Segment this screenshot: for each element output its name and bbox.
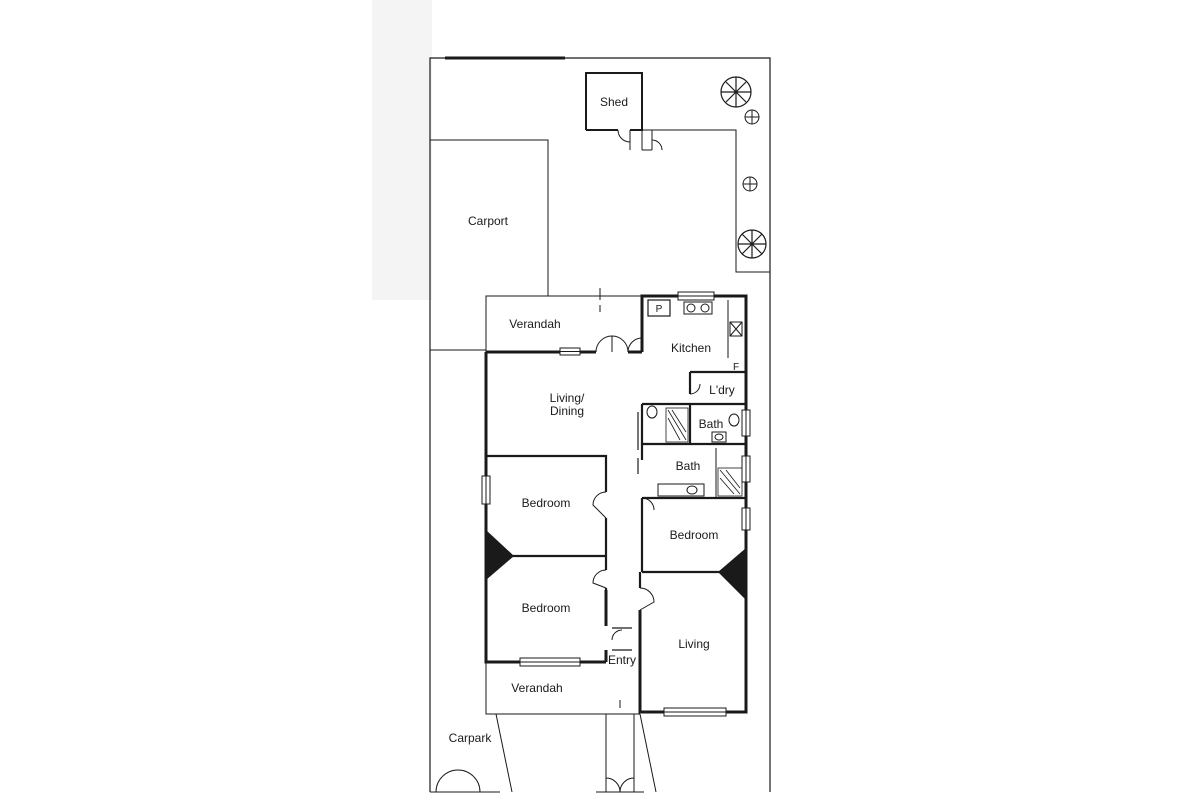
room-label-bath-2: Bath (676, 459, 701, 473)
driveway-gate (430, 713, 657, 793)
room-label-verandah-rear: Verandah (509, 317, 560, 331)
room-label-living-dining-2: Dining (550, 404, 584, 418)
pantry (647, 299, 671, 317)
window-icon (559, 347, 581, 356)
stove-icon (729, 321, 743, 337)
internal-walls (486, 370, 746, 651)
fireplace-icon (486, 530, 514, 580)
room-label-bedroom-2: Bedroom (670, 528, 719, 542)
room-label-pantry: P (656, 304, 663, 315)
door-swing-icon (595, 335, 629, 353)
room-label-kitchen: Kitchen (671, 341, 711, 355)
door-swing-icon (592, 491, 607, 519)
sink-icon (683, 301, 713, 315)
door-swing-icon (611, 629, 623, 641)
door-swing-icon (627, 337, 643, 353)
room-label-fridge: F (733, 362, 739, 373)
room-label-entry: Entry (608, 653, 636, 667)
front-path (596, 714, 644, 793)
toilet-icon (646, 405, 658, 419)
site-boundary (429, 56, 771, 792)
window-icon (519, 657, 581, 667)
room-label-living: Living (678, 637, 709, 651)
room-label-bedroom-3: Bedroom (522, 601, 571, 615)
door-swing-icon (592, 569, 607, 589)
tree-icon (720, 76, 752, 108)
basin-icon (657, 483, 705, 497)
room-label-laundry: L'dry (709, 383, 735, 397)
room-label-living-dining-1: Living/ (550, 391, 585, 405)
shower-icon (717, 467, 743, 497)
tree-icon (742, 176, 758, 192)
window-icon (677, 291, 715, 301)
door-swing-icon (639, 587, 655, 611)
tree-icon (744, 109, 760, 125)
door-swing-icon (641, 497, 655, 511)
room-label-verandah-front: Verandah (511, 681, 562, 695)
front-verandah (485, 662, 640, 715)
scan-artifact (372, 0, 432, 300)
room-label-shed: Shed (600, 95, 628, 109)
room-label-bedroom-1: Bedroom (522, 496, 571, 510)
door-swing-icon (689, 383, 701, 395)
toilet-icon (728, 413, 740, 427)
shower-icon (665, 407, 689, 443)
basin-icon (711, 431, 727, 443)
window-icon (481, 475, 491, 505)
window-icon (741, 409, 751, 437)
room-label-carpark: Carpark (449, 731, 493, 745)
carport-outline (430, 139, 549, 351)
fireplace-icon (718, 548, 746, 600)
garden-path (641, 129, 770, 273)
window-icon (741, 507, 751, 531)
room-label-bath-1: Bath (699, 417, 724, 431)
window-icon (663, 707, 727, 717)
shed (585, 72, 643, 150)
window-icon (741, 455, 751, 483)
tree-icon (737, 229, 767, 259)
room-label-carport: Carport (468, 214, 509, 228)
rear-verandah (485, 288, 642, 352)
